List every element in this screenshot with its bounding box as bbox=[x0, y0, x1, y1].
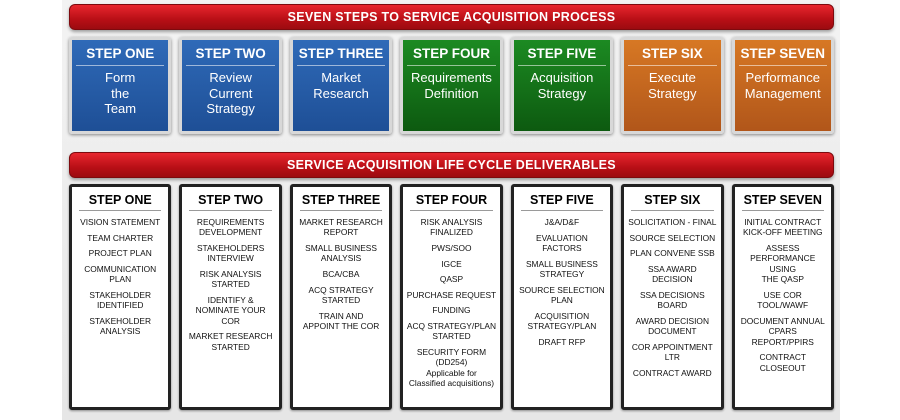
step-4-name: Requirements Definition bbox=[411, 70, 492, 101]
deliverable-item: RISK ANALYSIS STARTED bbox=[199, 269, 262, 290]
step-2-box: STEP TWO Review Current Strategy bbox=[179, 37, 282, 134]
process-steps: STEP ONE Form the Team STEP TWO Review Cur… bbox=[69, 37, 834, 134]
step-3-name: Market Research bbox=[313, 70, 369, 101]
deliverable-item: AWARD DECISION DOCUMENT bbox=[635, 315, 709, 337]
deliverable-item: COMMUNICATION PLAN bbox=[84, 263, 157, 285]
deliverable-item: IDENTIFY & NOMINATE YOUR COR bbox=[195, 295, 266, 326]
step-5-name: Acquisition Strategy bbox=[530, 70, 594, 101]
step-1-name: Form the Team bbox=[104, 70, 137, 116]
deliverable-item: SMALL BUSINESS ANALYSIS bbox=[305, 243, 377, 264]
step-3-title: STEP THREE bbox=[296, 46, 386, 66]
deliverables-step-2-title: STEP TWO bbox=[189, 193, 272, 211]
deliverable-item: MARKET RESEARCH STARTED bbox=[188, 331, 273, 352]
deliverable-item: TRAIN AND APPOINT THE COR bbox=[302, 310, 380, 331]
deliverable-item: SECURITY FORM (DD254) Applicable for Cla… bbox=[408, 346, 495, 389]
deliverable-item: PURCHASE REQUEST bbox=[406, 289, 497, 300]
deliverable-item: REQUIREMENTS DEVELOPMENT bbox=[196, 217, 265, 238]
deliverable-item: SSA DECISIONS BOARD bbox=[639, 289, 705, 311]
deliverable-item: EVALUATION FACTORS bbox=[535, 232, 588, 253]
step-5-title: STEP FIVE bbox=[517, 46, 607, 66]
step-4-title: STEP FOUR bbox=[407, 46, 496, 66]
step-6-box: STEP SIX Execute Strategy bbox=[621, 37, 724, 134]
deliverables-step-1: STEP ONE VISION STATEMENT TEAM CHARTER PROJ… bbox=[69, 184, 172, 410]
deliverable-item: ACQUISITION STRATEGY/PLAN bbox=[527, 310, 597, 331]
step-1-title: STEP ONE bbox=[76, 46, 165, 66]
step-7-box: STEP SEVEN Performance Management bbox=[731, 37, 834, 134]
step-1-box: STEP ONE Form the Team bbox=[69, 37, 172, 134]
deliverable-item: PLAN CONVENE SSB bbox=[629, 248, 715, 259]
deliverables-step-4-title: STEP FOUR bbox=[410, 193, 493, 211]
deliverable-item: STAKEHOLDER IDENTIFIED bbox=[89, 289, 152, 311]
deliverables-step-3-list: MARKET RESEARCH REPORT SMALL BUSINESS ANA… bbox=[296, 217, 386, 331]
deliverable-item: RISK ANALYSIS FINALIZED bbox=[420, 217, 483, 238]
deliverable-item: SSA AWARD DECISION bbox=[647, 263, 697, 285]
deliverables-step-6-title: STEP SIX bbox=[631, 193, 714, 211]
deliverables-step-7-list: INITIAL CONTRACT KICK-OFF MEETING ASSESS … bbox=[738, 217, 828, 373]
deliverable-item: ASSESS PERFORMANCE USING THE QASP bbox=[750, 243, 816, 285]
deliverables-step-4: STEP FOUR RISK ANALYSIS FINALIZED PWS/SOO I… bbox=[400, 184, 503, 410]
deliverables-step-5: STEP FIVE J&A/D&F EVALUATION FACTORS SMALL … bbox=[510, 184, 614, 410]
deliverable-item: IGCE bbox=[441, 258, 462, 269]
step-6-name: Execute Strategy bbox=[648, 70, 697, 101]
step-5-box: STEP FIVE Acquisition Strategy bbox=[510, 37, 614, 134]
deliverable-item: COR APPOINTMENT LTR bbox=[631, 341, 713, 363]
step-4-box: STEP FOUR Requirements Definition bbox=[400, 37, 503, 134]
deliverables-step-4-list: RISK ANALYSIS FINALIZED PWS/SOO IGCE QASP PU… bbox=[406, 217, 496, 389]
deliverables-step-1-title: STEP ONE bbox=[79, 193, 162, 211]
deliverable-item: J&A/D&F bbox=[544, 217, 580, 227]
deliverable-item: BCA/CBA bbox=[322, 269, 360, 279]
deliverable-item: SOLICITATION - FINAL bbox=[628, 217, 717, 227]
deliverable-item: FUNDING bbox=[432, 305, 471, 316]
deliverable-item: MARKET RESEARCH REPORT bbox=[299, 217, 383, 238]
deliverable-item: PWS/SOO bbox=[431, 243, 472, 253]
process-title-banner: SEVEN STEPS TO SERVICE ACQUISITION PROCE… bbox=[69, 4, 834, 30]
deliverables-step-2-list: REQUIREMENTS DEVELOPMENT STAKEHOLDERS INT… bbox=[185, 217, 275, 352]
deliverables-step-7-title: STEP SEVEN bbox=[741, 193, 824, 211]
deliverable-item: TEAM CHARTER bbox=[87, 232, 154, 243]
deliverables-columns: STEP ONE VISION STATEMENT TEAM CHARTER PROJ… bbox=[69, 184, 834, 410]
step-6-title: STEP SIX bbox=[628, 46, 717, 66]
deliverable-item: INITIAL CONTRACT KICK-OFF MEETING bbox=[742, 217, 823, 238]
deliverable-item: DRAFT RFP bbox=[538, 336, 586, 347]
step-3-box: STEP THREE Market Research bbox=[289, 37, 393, 134]
deliverables-step-3-title: STEP THREE bbox=[299, 193, 383, 211]
step-2-name: Review Current Strategy bbox=[206, 70, 255, 116]
deliverables-step-5-list: J&A/D&F EVALUATION FACTORS SMALL BUSINESS … bbox=[517, 217, 607, 347]
deliverable-item: VISION STATEMENT bbox=[80, 217, 161, 227]
deliverables-step-2: STEP TWO REQUIREMENTS DEVELOPMENT STAKEHOL… bbox=[179, 184, 282, 410]
deliverable-item: PROJECT PLAN bbox=[88, 248, 152, 259]
deliverables-step-6-list: SOLICITATION - FINAL SOURCE SELECTION PLAN… bbox=[627, 217, 717, 378]
deliverable-item: USE COR TOOL/WAWF bbox=[757, 289, 809, 311]
deliverables-step-6: STEP SIX SOLICITATION - FINAL SOURCE SELEC… bbox=[621, 184, 724, 410]
step-7-title: STEP SEVEN bbox=[738, 46, 827, 66]
deliverables-title-banner: SERVICE ACQUISITION LIFE CYCLE DELIVERAB… bbox=[69, 152, 834, 178]
deliverable-item: CONTRACT AWARD bbox=[632, 367, 712, 378]
deliverable-item: STAKEHOLDERS INTERVIEW bbox=[196, 243, 265, 264]
deliverable-item: CONTRACT CLOSEOUT bbox=[759, 352, 806, 373]
deliverables-step-5-title: STEP FIVE bbox=[520, 193, 604, 211]
deliverable-item: ACQ STRATEGY STARTED bbox=[308, 284, 374, 305]
deliverables-step-1-list: VISION STATEMENT TEAM CHARTER PROJECT PLAN… bbox=[75, 217, 165, 337]
deliverable-item: QASP bbox=[439, 274, 464, 285]
deliverable-item: DOCUMENT ANNUAL CPARS REPORT/PPIRS bbox=[740, 315, 825, 347]
deliverables-step-7: STEP SEVEN INITIAL CONTRACT KICK-OFF MEET… bbox=[731, 184, 834, 410]
deliverables-step-3: STEP THREE MARKET RESEARCH REPORT SMALL BU… bbox=[289, 184, 393, 410]
deliverable-item: STAKEHOLDER ANALYSIS bbox=[89, 315, 152, 337]
step-7-name: Performance Management bbox=[744, 70, 821, 101]
deliverable-item: SMALL BUSINESS STRATEGY bbox=[525, 258, 598, 279]
deliverable-item: SOURCE SELECTION PLAN bbox=[519, 284, 605, 305]
step-2-title: STEP TWO bbox=[186, 46, 275, 66]
deliverable-item: SOURCE SELECTION bbox=[629, 232, 716, 243]
deliverable-item: ACQ STRATEGY/PLAN STARTED bbox=[406, 320, 497, 342]
